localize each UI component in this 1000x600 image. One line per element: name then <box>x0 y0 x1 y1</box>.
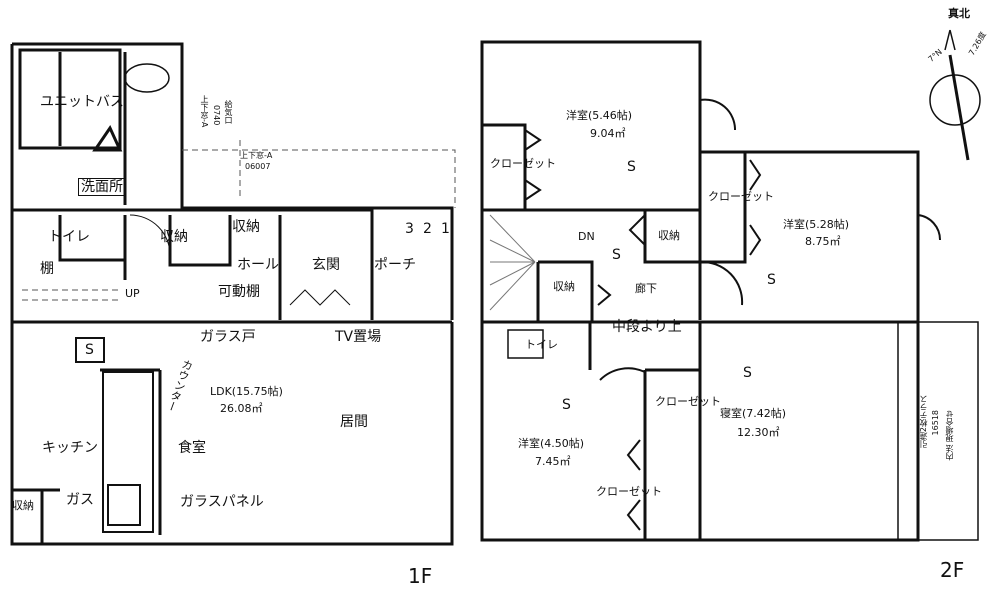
room2-label: 洋室(5.28帖) <box>783 218 850 231</box>
step-3: 3 <box>405 221 414 237</box>
closet4: クローゼット <box>596 485 662 498</box>
toilet-2f: トイレ <box>525 338 558 351</box>
north-compass-icon <box>929 29 981 161</box>
gas-label: ガス <box>66 492 94 508</box>
room-dining: 食室 <box>178 440 206 456</box>
room-porch: ポーチ <box>374 257 416 273</box>
room1-area: 9.04㎡ <box>590 127 626 140</box>
room2-s: S <box>767 272 776 288</box>
closet2: クローゼット <box>708 190 774 203</box>
room3-label: 洋室(4.50帖) <box>518 437 585 450</box>
storage-c: 収納 <box>12 499 34 512</box>
room3-area: 7.45㎡ <box>535 455 571 468</box>
room1-s: S <box>627 159 636 175</box>
floor-label-2f: 2F <box>940 558 965 582</box>
room2-area: 8.75㎡ <box>805 235 841 248</box>
tv-space: TV置場 <box>335 329 382 345</box>
glass-panel: ガラスパネル <box>180 494 264 510</box>
room-shelf: 棚 <box>40 261 54 277</box>
room-washroom: 洗面所 <box>78 178 126 196</box>
room-unit-bath: ユニットバス <box>40 94 124 110</box>
storage-b: 収納 <box>232 219 260 235</box>
room-entrance: 玄関 <box>312 257 340 273</box>
terrace-window-note: 内法 現場合せ <box>945 410 954 461</box>
storage2: 収納 <box>553 280 575 293</box>
bedroom-s: S <box>743 365 752 381</box>
corridor: 廊下 <box>635 282 657 295</box>
terrace-window-label: 引違2枚テラス <box>919 395 928 449</box>
stairs-dn: DN <box>578 230 595 243</box>
step-1: 1 <box>441 221 450 237</box>
terrace-window-code: 16518 <box>931 410 940 436</box>
true-north-label: 真北 <box>948 7 970 20</box>
closet1: クローゼット <box>490 157 556 170</box>
room-living: 居間 <box>340 414 368 430</box>
bedroom-area: 12.30㎡ <box>737 426 780 439</box>
s-mark: S <box>85 342 94 358</box>
ldk-label: LDK(15.75帖) <box>210 385 283 398</box>
room-hall: ホール <box>237 257 279 273</box>
air-inlet-label: 給気口 <box>224 100 233 124</box>
window-b-label: 上下窓-A <box>240 151 273 160</box>
step-2: 2 <box>423 221 432 237</box>
glass-door: ガラス戸 <box>200 329 256 345</box>
window-b-code: 06007 <box>245 162 271 171</box>
floor-label-1f: 1F <box>408 564 433 588</box>
storage1: 収納 <box>658 229 680 242</box>
room1-label: 洋室(5.46帖) <box>566 109 633 122</box>
storage-a: 収納 <box>160 229 188 245</box>
window-a-code: 0740 <box>212 105 221 126</box>
closet3: クローゼット <box>655 395 721 408</box>
ldk-area: 26.08㎡ <box>220 402 263 415</box>
window-a-label: 上下窓-A <box>200 95 209 128</box>
mid-level-note: 中段より上 <box>612 319 682 335</box>
room-kitchen: キッチン <box>42 440 98 456</box>
room3-s: S <box>562 397 571 413</box>
bedroom-label: 寝室(7.42帖) <box>720 407 787 420</box>
hall-s: S <box>612 247 621 263</box>
room-toilet: トイレ <box>48 229 90 245</box>
stairs-up: UP <box>125 287 140 300</box>
movable-shelf: 可動棚 <box>218 284 260 300</box>
